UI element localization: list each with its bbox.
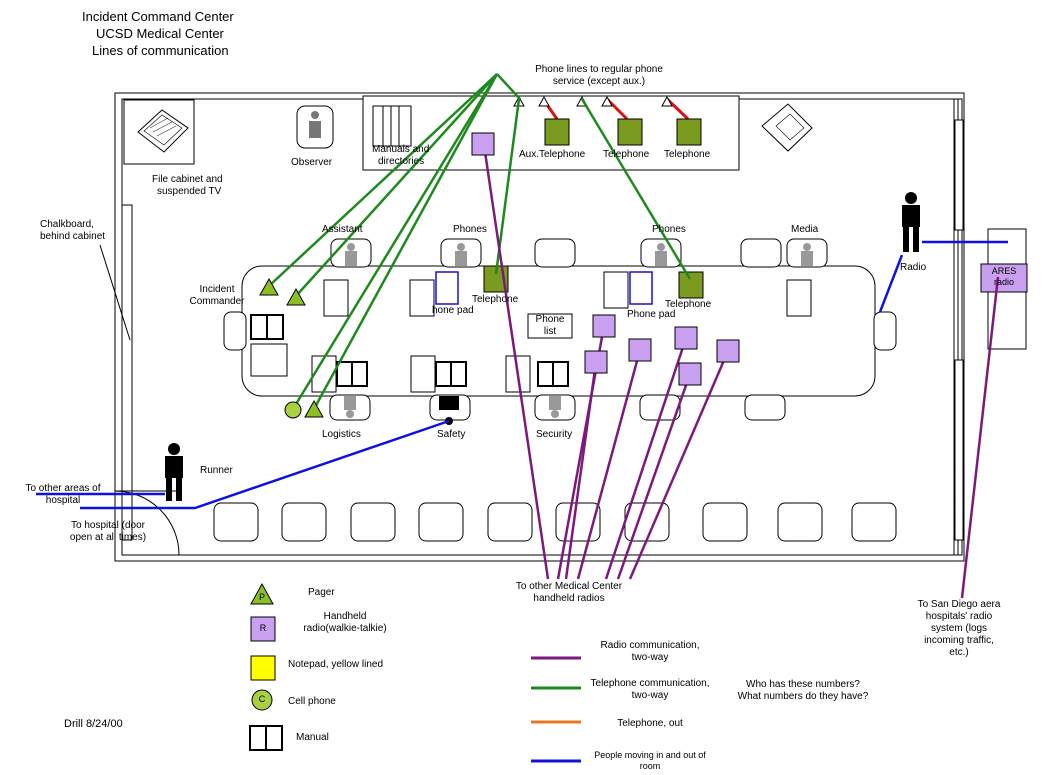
radio-person-icon (902, 192, 920, 252)
title-line-1: Incident Command Center (82, 9, 234, 24)
legend-notepad-label: Notepad, yellow lined (288, 659, 384, 670)
radio-label: Radio (900, 262, 927, 273)
assistant-label: Assistant (322, 224, 363, 235)
person-figures-top (345, 243, 813, 266)
legend-radio-comm-label: Radio communication,two-way (600, 640, 700, 663)
pager-letter: P (258, 592, 265, 602)
telephone-table-label-2: Telephone (665, 299, 712, 310)
person-figures-bottom (344, 396, 561, 418)
safety-chair-icon (429, 394, 471, 425)
telephone-icons (483, 118, 704, 299)
legend-tel-out-label: Telephone, out (617, 718, 683, 729)
title-line-3: Lines of communication (92, 43, 229, 58)
drill-date: Drill 8/24/00 (64, 718, 123, 730)
runner-person-icon (165, 443, 183, 501)
legend-manual-label: Manual (296, 732, 329, 743)
legend-tel-comm-label: Telephone communication,two-way (590, 678, 710, 701)
phone-pad-label-1: hone pad (432, 305, 474, 316)
telephone-table-label-1: Telephone (472, 294, 519, 305)
side-chairs (223, 311, 897, 351)
right-wall-windows (954, 119, 964, 541)
legend-manual-icon (249, 725, 283, 751)
title-line-2: UCSD Medical Center (96, 26, 224, 41)
page-title: Incident Command Center UCSD Medical Cen… (82, 8, 234, 59)
phone-list-box (527, 313, 573, 339)
people-movement-lines (36, 240, 1008, 510)
right-wall-strip (953, 98, 963, 556)
handheld-radio-icons (471, 132, 740, 386)
wall-chairs (213, 502, 897, 542)
chalkboard-label: Chalkboard,behind cabinet (40, 219, 106, 242)
legend-pager-label: Pager (308, 587, 335, 598)
who-has-label: Who has these numbers?What numbers do th… (737, 679, 869, 702)
observer-chair-icon (296, 105, 334, 149)
telephone-label-1: Telephone (603, 149, 650, 160)
corner-chair-icon (761, 103, 813, 152)
chalkboard (121, 204, 133, 541)
aux-telephone-label: Aux.Telephone (519, 149, 586, 160)
manual-icons (250, 314, 569, 387)
radio-letter: R (259, 623, 267, 633)
room-outer-wall (114, 92, 965, 562)
suspended-tv-icon (137, 109, 189, 153)
legend-radio-icon (250, 616, 276, 642)
pager-icons (259, 277, 324, 418)
cell-phone-icon (284, 401, 302, 419)
safety-label: Safety (437, 429, 466, 440)
phones-label-1: Phones (453, 224, 487, 235)
observer-label: Observer (291, 157, 333, 168)
radio-comm-lines (482, 144, 1000, 599)
ares-radio-box (980, 263, 1028, 293)
legend-notepad-icon (250, 655, 276, 681)
logistics-label: Logistics (322, 429, 361, 440)
legend-cell-label: Cell phone (288, 696, 336, 707)
legend-cell-icon (251, 689, 273, 711)
cell-letter: C (258, 694, 266, 704)
telephone-label-2: Telephone (664, 149, 711, 160)
phones-label-2: Phones (652, 224, 686, 235)
security-label: Security (536, 429, 573, 440)
media-label: Media (791, 224, 819, 235)
phone-pad-icons (435, 271, 653, 305)
phone-pad-label-2: Phone pad (627, 309, 676, 320)
manuals-icon (372, 105, 412, 147)
chalkboard-pointer (99, 244, 131, 341)
runner-label: Runner (200, 465, 233, 476)
telephone-comm-lines (268, 73, 692, 410)
legend-pager-icon (250, 582, 274, 605)
